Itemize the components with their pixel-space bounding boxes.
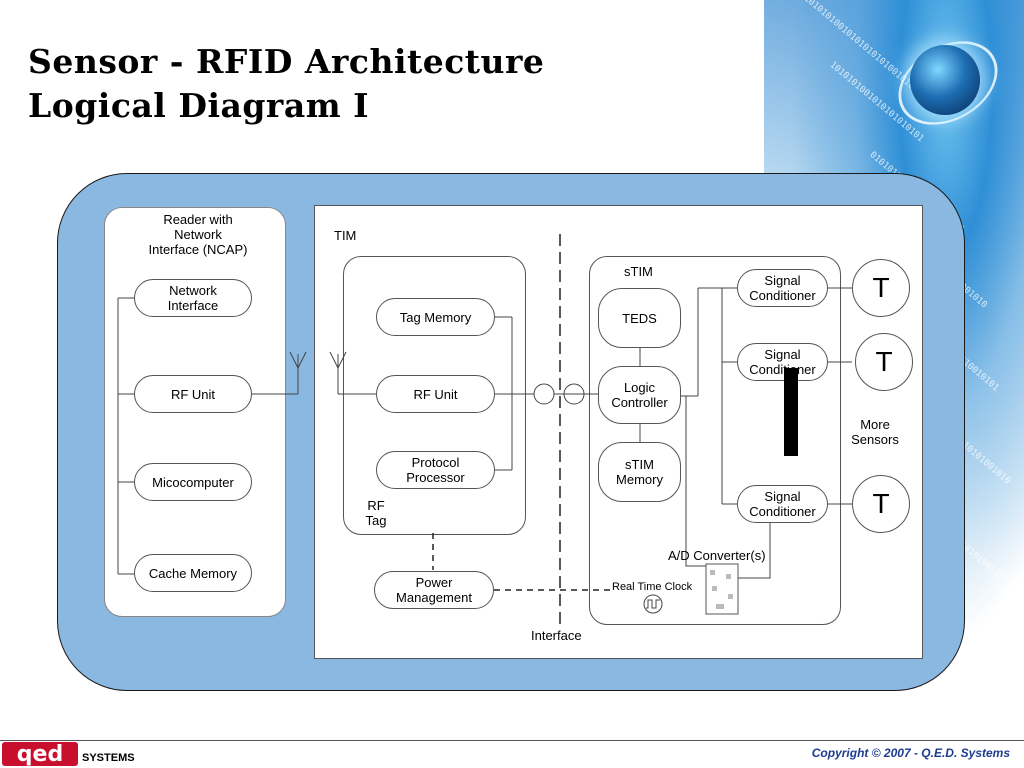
stim-logic-controller: Logic Controller [598, 366, 681, 424]
real-time-clock-label: Real Time Clock [612, 581, 693, 593]
tag-protocol-processor: Protocol Processor [376, 451, 495, 489]
qed-logo: qed [2, 742, 78, 766]
signal-conditioner-2: Signal Conditioner [737, 343, 828, 381]
interface-label: Interface [531, 628, 582, 643]
tim-label: TIM [334, 228, 357, 243]
ad-converter-label: A/D Converter(s) [668, 548, 766, 563]
power-management: Power Management [374, 571, 494, 609]
stim-memory: sTIM Memory [598, 442, 681, 502]
tag-rf-unit: RF Unit [376, 375, 495, 413]
rf-tag-box [343, 256, 526, 535]
rf-tag-label: RF Tag [365, 498, 387, 528]
svg-text:qed: qed [17, 742, 63, 766]
transducer-1: T [852, 259, 910, 317]
stim-box [589, 256, 841, 625]
signal-conditioner-1: Signal Conditioner [737, 269, 828, 307]
company-name: SYSTEMS [82, 752, 135, 764]
slide-title: Sensor - RFID Architecture Logical Diagr… [28, 40, 544, 128]
ncap-cache-memory: Cache Memory [134, 554, 252, 592]
title-line-1: Sensor - RFID Architecture [28, 42, 545, 81]
globe-orb-decoration [910, 45, 980, 115]
continuation-bar [784, 368, 798, 456]
stim-teds: TEDS [598, 288, 681, 348]
transducer-2: T [855, 333, 913, 391]
title-line-2: Logical Diagram I [28, 86, 370, 125]
ncap-network-interface: Network Interface [134, 279, 252, 317]
transducer-3: T [852, 475, 910, 533]
ad-converter-chip-icon [705, 563, 739, 615]
signal-conditioner-3: Signal Conditioner [737, 485, 828, 523]
clock-icon [643, 594, 663, 614]
ncap-microcomputer: Micocomputer [134, 463, 252, 501]
ncap-label: Reader with Network Interface (NCAP) [148, 212, 248, 257]
more-sensors-label: More Sensors [851, 417, 899, 447]
tag-memory: Tag Memory [376, 298, 495, 336]
stim-label: sTIM [624, 264, 653, 279]
ncap-rf-unit: RF Unit [134, 375, 252, 413]
copyright-notice: Copyright © 2007 - Q.E.D. Systems [811, 746, 1010, 760]
footer-divider [0, 740, 1024, 741]
